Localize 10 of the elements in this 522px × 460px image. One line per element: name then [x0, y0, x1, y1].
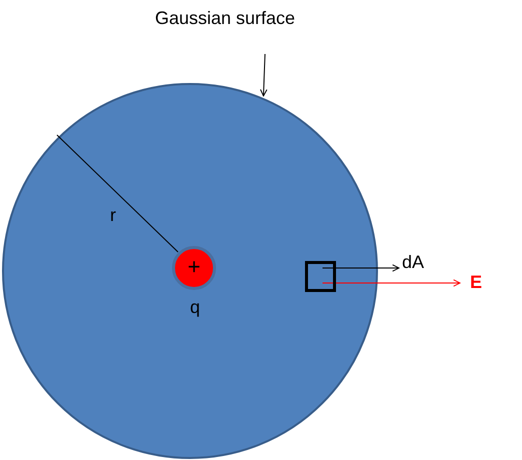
vector-arrow	[322, 264, 400, 272]
leader-line	[260, 54, 268, 96]
charge-sign: +	[188, 256, 200, 278]
vector-label: dA	[402, 252, 424, 273]
area-element-square	[305, 261, 336, 292]
charge-label: q	[190, 297, 200, 318]
vector-label: E	[470, 272, 482, 293]
surface-label: Gaussian surface	[155, 8, 325, 38]
vector-arrow	[322, 279, 460, 287]
radius-label: r	[110, 205, 116, 226]
